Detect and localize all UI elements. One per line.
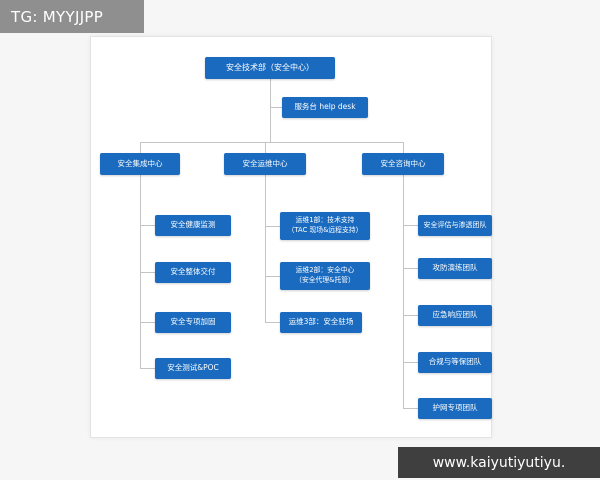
node-integration-center: 安全集成中心 bbox=[100, 153, 180, 175]
node-security-tech-dept: 安全技术部（安全中心） bbox=[205, 57, 335, 79]
node-label: 安全专项加固 bbox=[170, 317, 216, 327]
connector-main-horizontal bbox=[140, 142, 404, 143]
node-overall-delivery: 安全整体交付 bbox=[155, 262, 231, 283]
connector-branch-0-stub-2 bbox=[140, 322, 155, 323]
node-consulting-center: 安全咨询中心 bbox=[362, 153, 444, 175]
node-label: 安全评估与渗透团队 bbox=[423, 220, 487, 229]
node-health-monitoring: 安全健康监测 bbox=[155, 215, 231, 236]
node-assessment-pentest-team: 安全评估与渗透团队 bbox=[418, 215, 492, 236]
node-label-line-1: 运维1部：技术支持 bbox=[295, 216, 355, 225]
node-label: 安全集成中心 bbox=[117, 158, 163, 168]
node-label-line-2: （安全代理&托管） bbox=[295, 276, 355, 284]
node-compliance-team: 合规与等保团队 bbox=[418, 352, 492, 373]
node-label-line-1: 运维2部：安全中心 bbox=[295, 266, 355, 275]
connector-branch-0-stub-0 bbox=[140, 225, 155, 226]
node-hw-special-team: 护网专项团队 bbox=[418, 398, 492, 419]
node-special-hardening: 安全专项加固 bbox=[155, 312, 231, 333]
connector-branch-2-stub-4 bbox=[403, 408, 418, 409]
connector-branch-0-stub-3 bbox=[140, 368, 155, 369]
connector-drop-branch-1 bbox=[265, 142, 266, 153]
node-ops-dept-3: 运维3部：安全驻场 bbox=[280, 312, 362, 333]
tg-badge-text: TG: MYYJJPP bbox=[11, 7, 104, 26]
connector-branch-1-stub-0 bbox=[265, 226, 280, 227]
connector-branch-1-stub-1 bbox=[265, 276, 280, 277]
node-testing-poc: 安全测试&POC bbox=[155, 358, 231, 379]
tg-badge: TG: MYYJJPP bbox=[0, 0, 144, 33]
node-help-desk: 服务台 help desk bbox=[282, 97, 368, 118]
connector-branch-2-stub-3 bbox=[403, 362, 418, 363]
connector-drop-branch-2 bbox=[403, 142, 404, 153]
node-label: 合规与等保团队 bbox=[428, 357, 482, 367]
node-label: 安全整体交付 bbox=[170, 267, 216, 277]
node-label: 服务台 help desk bbox=[294, 102, 356, 112]
connector-branch-2-vertical bbox=[403, 175, 404, 408]
node-label: 安全咨询中心 bbox=[380, 158, 426, 168]
node-attack-defense-drill-team: 攻防演练团队 bbox=[418, 258, 492, 279]
connector-helpdesk-stub bbox=[270, 107, 282, 108]
node-label: 安全健康监测 bbox=[170, 220, 216, 230]
node-emergency-response-team: 应急响应团队 bbox=[418, 305, 492, 326]
connector-root-vertical bbox=[270, 79, 271, 142]
node-label: 安全测试&POC bbox=[167, 363, 219, 373]
node-label: 安全运维中心 bbox=[242, 158, 288, 168]
connector-branch-0-vertical bbox=[140, 175, 141, 368]
connector-branch-1-vertical bbox=[265, 175, 266, 322]
node-label: 运维3部：安全驻场 bbox=[288, 317, 354, 327]
watermark-bar: www.kaiyutiyutiyu. bbox=[398, 447, 600, 478]
node-operations-center: 安全运维中心 bbox=[224, 153, 306, 175]
node-label: 安全技术部（安全中心） bbox=[226, 63, 314, 73]
node-ops-dept-1: 运维1部：技术支持 （TAC 现场&远程支持） bbox=[280, 212, 370, 240]
node-label: 攻防演练团队 bbox=[432, 263, 478, 273]
connector-branch-2-stub-0 bbox=[403, 225, 418, 226]
connector-drop-branch-0 bbox=[140, 142, 141, 153]
watermark-text: www.kaiyutiyutiyu. bbox=[432, 454, 566, 471]
connector-branch-0-stub-1 bbox=[140, 272, 155, 273]
node-ops-dept-2: 运维2部：安全中心 （安全代理&托管） bbox=[280, 262, 370, 290]
node-label: 护网专项团队 bbox=[432, 403, 478, 413]
connector-branch-2-stub-2 bbox=[403, 315, 418, 316]
node-label-line-2: （TAC 现场&远程支持） bbox=[287, 226, 363, 234]
node-label: 应急响应团队 bbox=[432, 310, 478, 320]
connector-branch-1-stub-2 bbox=[265, 322, 280, 323]
connector-branch-2-stub-1 bbox=[403, 268, 418, 269]
